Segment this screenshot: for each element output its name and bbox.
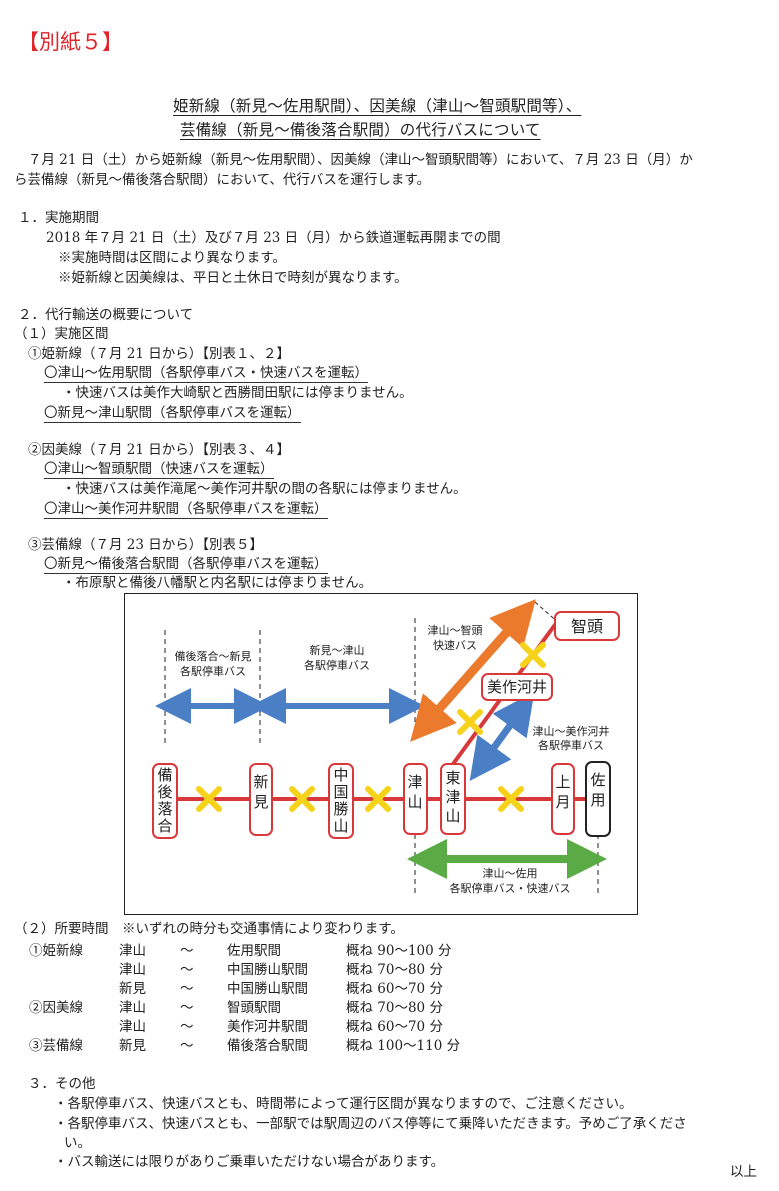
inbi-route-2: 〇津山～美作河井駅間（各駅停車バスを運転） [44,501,328,519]
time-cell-time: 概ね 70～80 分 [346,1000,443,1016]
label-niimi-tsuyama-2: 各駅停車バス [304,658,370,672]
x-mark-6 [520,642,546,668]
sec2-sub2: （２）所要時間 ※いずれの時分も交通事情により変わります。 [14,921,404,937]
kishin-route-1: 〇津山～佐用駅間（各駅停車バス・快速バスを運転） [44,365,368,383]
end-mark: 以上 [730,1164,757,1180]
label-bingo-niimi-1: 備後落合～新見 [175,649,252,663]
sec3-bullet-2a: ・各駅停車バス、快速バスとも、一部駅では駅周辺のバス停等にて乗降いただきます。予… [54,1116,687,1132]
time-cell-time: 概ね 90～100 分 [346,943,452,959]
station-katsuyama-box [328,763,354,839]
time-cell-line: ③芸備線 [29,1038,83,1054]
label-tsuyama-sayo-1: 津山～佐用 [483,866,538,880]
time-cell-sep: ～ [180,1019,194,1035]
time-cell-from: 新見 [119,1038,146,1054]
sec2-sub1: （１）実施区間 [14,326,109,342]
sec1-note-1: ※実施時間は区間により異なります。 [58,250,286,266]
inbi-heading: ②因美線（７月 21 日から）【別表３、４】 [28,442,291,458]
time-cell-sep: ～ [180,943,194,959]
label-tsuyama-kawai-2: 各駅停車バス [538,738,604,752]
time-cell-sep: ～ [180,962,194,978]
time-cell-to: 備後落合駅間 [227,1038,308,1054]
station-sayo-box [585,761,611,837]
time-cell-from: 津山 [119,943,146,959]
station-tsuyama-name: 津山 [407,773,422,811]
sec2-heading: ２．代行輸送の概要について [18,307,194,323]
geibi-heading: ③芸備線（７月 23 日から）【別表５】 [28,537,264,553]
intro-line-2: ら芸備線（新見～備後落合駅間）において、代行バスを運行します。 [14,172,431,188]
label-tsuyama-sayo-2: 各駅停車バス・快速バス [450,881,571,895]
sec3-bullet-2b: い。 [64,1135,91,1151]
label-bingo-niimi-2: 各駅停車バス [180,664,246,678]
station-sayo-name: 佐用 [590,771,605,809]
sec3-heading: ３．その他 [28,1076,96,1092]
time-cell-sep: ～ [180,981,194,997]
station-chizu-name: 智頭 [571,617,603,636]
geibi-route-1-note: ・布原駅と備後八幡駅と内名駅には停まりません。 [62,575,373,591]
inbi-route-1-note: ・快速バスは美作滝尾～美作河井駅の間の各駅には停まりません。 [62,481,467,497]
x-mark-1 [196,786,222,812]
label-tsuyama-chizu-2: 快速バス [433,639,477,652]
station-kozuki-name: 上月 [555,773,570,811]
kishin-heading: ①姫新線（７月 21 日から）【別表１、２】 [28,346,291,362]
time-cell-to: 中国勝山駅間 [227,962,308,978]
station-tsuyama-box [403,763,428,835]
time-cell-sep: ～ [180,1000,194,1016]
attachment-tag: 【別紙５】 [18,30,123,54]
title-line-2: 芸備線（新見～備後落合駅間）の代行バスについて [180,121,541,139]
sec3-bullet-3: ・バス輸送には限りがありご乗車いただけない場合があります。 [54,1154,445,1170]
title-line-1: 姫新線（新見～佐用駅間）、因美線（津山～智頭駅間等）、 [173,97,582,115]
time-cell-line: ②因美線 [29,1000,83,1016]
route-diagram: 備後落合 新見 中国勝山 津山 東津山 上月 佐用 智頭 美作河井 備後落合～新… [124,593,638,915]
station-chizu-box [554,611,620,641]
station-kawai-name: 美作河井 [487,678,547,696]
station-kozuki-box [551,763,575,835]
sec1-note-2: ※姫新線と因美線は、平日と土休日で時刻が異なります。 [58,270,408,286]
time-cell-time: 概ね 100～110 分 [346,1038,461,1054]
x-mark-2 [289,786,315,812]
time-cell-sep: ～ [180,1038,194,1054]
station-katsuyama-name: 中国勝山 [333,766,348,835]
station-bingo-name: 備後落合 [157,766,172,835]
station-higashitsuyama-name: 東津山 [445,769,460,825]
time-cell-from: 津山 [119,1000,146,1016]
kishin-route-2: 〇新見～津山駅間（各駅停車バスを運転） [44,405,301,423]
time-cell-to: 佐用駅間 [227,943,281,959]
time-cell-to: 智頭駅間 [227,1000,281,1016]
station-niimi-box [249,763,273,836]
time-cell-line: ①姫新線 [29,943,83,959]
station-niimi-name: 新見 [253,773,268,811]
time-cell-time: 概ね 70～80 分 [346,962,443,978]
station-kawai-box [481,673,553,701]
divider-chizu [534,601,561,625]
time-cell-to: 美作河井駅間 [227,1019,308,1035]
sec1-period: 2018 年７月 21 日（土）及び７月 23 日（月）から鉄道運転再開までの間 [46,230,501,246]
x-mark-5 [457,709,483,735]
intro-line-1: ７月 21 日（土）から姫新線（新見～佐用駅間）、因美線（津山～智頭駅間等）にお… [28,152,693,168]
label-tsuyama-kawai-1: 津山～美作河井 [533,724,610,738]
time-cell-from: 津山 [119,962,146,978]
station-bingo-box [152,763,178,839]
geibi-route-1: 〇新見～備後落合駅間（各駅停車バスを運転） [44,556,328,574]
inbi-route-1: 〇津山～智頭駅間（快速バスを運転） [44,461,274,479]
x-mark-3 [365,786,391,812]
time-cell-from: 新見 [119,981,146,997]
time-cell-from: 津山 [119,1019,146,1035]
station-higashitsuyama-box [440,763,466,835]
kishin-route-1-note: ・快速バスは美作大崎駅と西勝間田駅には停まりません。 [62,385,413,401]
arrow-tsuyama-chizu [410,599,536,742]
time-cell-time: 概ね 60～70 分 [346,981,443,997]
sec3-bullet-1: ・各駅停車バス、快速バスとも、時間帯によって運行区間が異なりますので、ご注意くだ… [54,1096,633,1112]
x-mark-4 [498,786,524,812]
sec1-heading: １．実施期間 [18,210,99,226]
time-cell-to: 中国勝山駅間 [227,981,308,997]
label-niimi-tsuyama-1: 新見～津山 [310,643,365,657]
time-cell-time: 概ね 60～70 分 [346,1019,443,1035]
label-tsuyama-chizu-1: 津山～智頭 [428,623,483,637]
